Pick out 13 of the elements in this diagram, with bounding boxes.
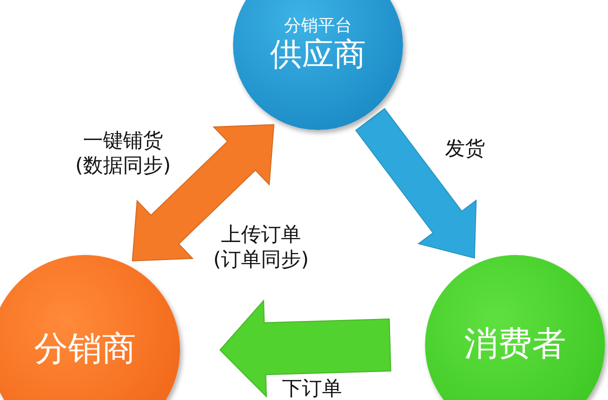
block-arrow — [355, 108, 477, 259]
edge-label: 下订单 — [281, 376, 343, 400]
block-arrow — [132, 124, 274, 262]
node-title: 消费者 — [464, 325, 566, 365]
block-arrow — [219, 299, 392, 398]
node-title: 分销商 — [34, 330, 136, 370]
circle-node — [233, 0, 403, 130]
node-subtitle: 分销平台 — [284, 16, 352, 36]
node-title: 供应商 — [270, 36, 366, 74]
edge-label: 发货 — [444, 136, 486, 161]
edge-label: 一键铺货 (数据同步) — [74, 128, 172, 178]
circle-node — [0, 255, 180, 400]
note-label: 上传订单 (订单同步) — [212, 222, 310, 272]
